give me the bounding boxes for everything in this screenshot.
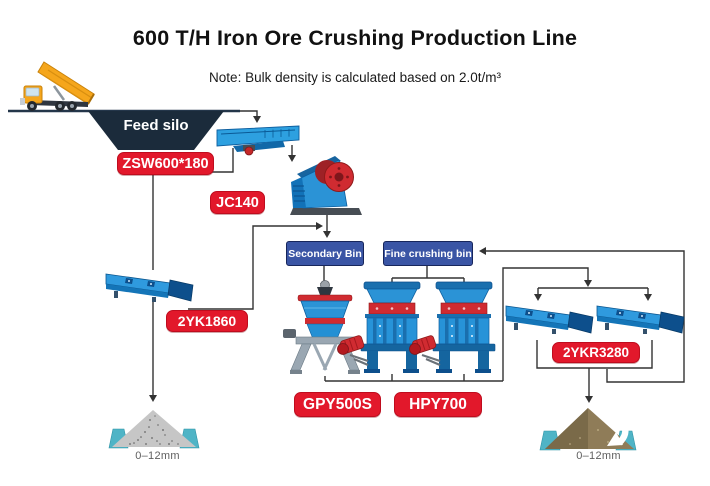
screen-left-model-tag: 2YK1860: [166, 310, 248, 332]
screen-2ykr3280-left-illustration: [505, 305, 594, 334]
secondary-bin-box: Secondary Bin: [286, 241, 364, 266]
product-size-right: 0–12mm: [576, 450, 621, 462]
screen-right-model-tag: 2YKR3280: [552, 342, 640, 363]
stockpile-right-illustration: [539, 408, 637, 451]
vibrating-feeder-illustration: [216, 125, 300, 156]
flow-lines: [152, 110, 685, 396]
jaw-crusher-model-tag: JC140: [210, 191, 265, 214]
gyratory-crusher-illustration: [283, 280, 360, 374]
fine-crushing-bin-box: Fine crushing bin: [383, 241, 473, 266]
feed-silo-label: Feed silo: [123, 117, 189, 134]
feed-silo-shape: [88, 111, 224, 150]
feeder-model-tag: ZSW600*180: [117, 152, 214, 175]
density-note: Note: Bulk density is calculated based o…: [209, 70, 501, 85]
screen-2yk1860-illustration: [105, 273, 194, 302]
dump-truck-illustration: [20, 61, 95, 111]
gyratory-crusher-model-tag: GPY500S: [294, 392, 381, 417]
cone-crusher-illustration-2: [409, 281, 496, 373]
product-size-left: 0–12mm: [135, 450, 180, 462]
recycle-arrow-icon: [603, 409, 629, 446]
jaw-crusher-illustration: [290, 156, 362, 215]
cone-crusher-illustration-1: [337, 281, 424, 373]
cone-crusher-model-tag: HPY700: [394, 392, 482, 417]
stockpile-left-illustration: [108, 410, 200, 449]
screen-2ykr3280-right-illustration: [596, 305, 685, 334]
page-title: 600 T/H Iron Ore Crushing Production Lin…: [132, 26, 578, 50]
